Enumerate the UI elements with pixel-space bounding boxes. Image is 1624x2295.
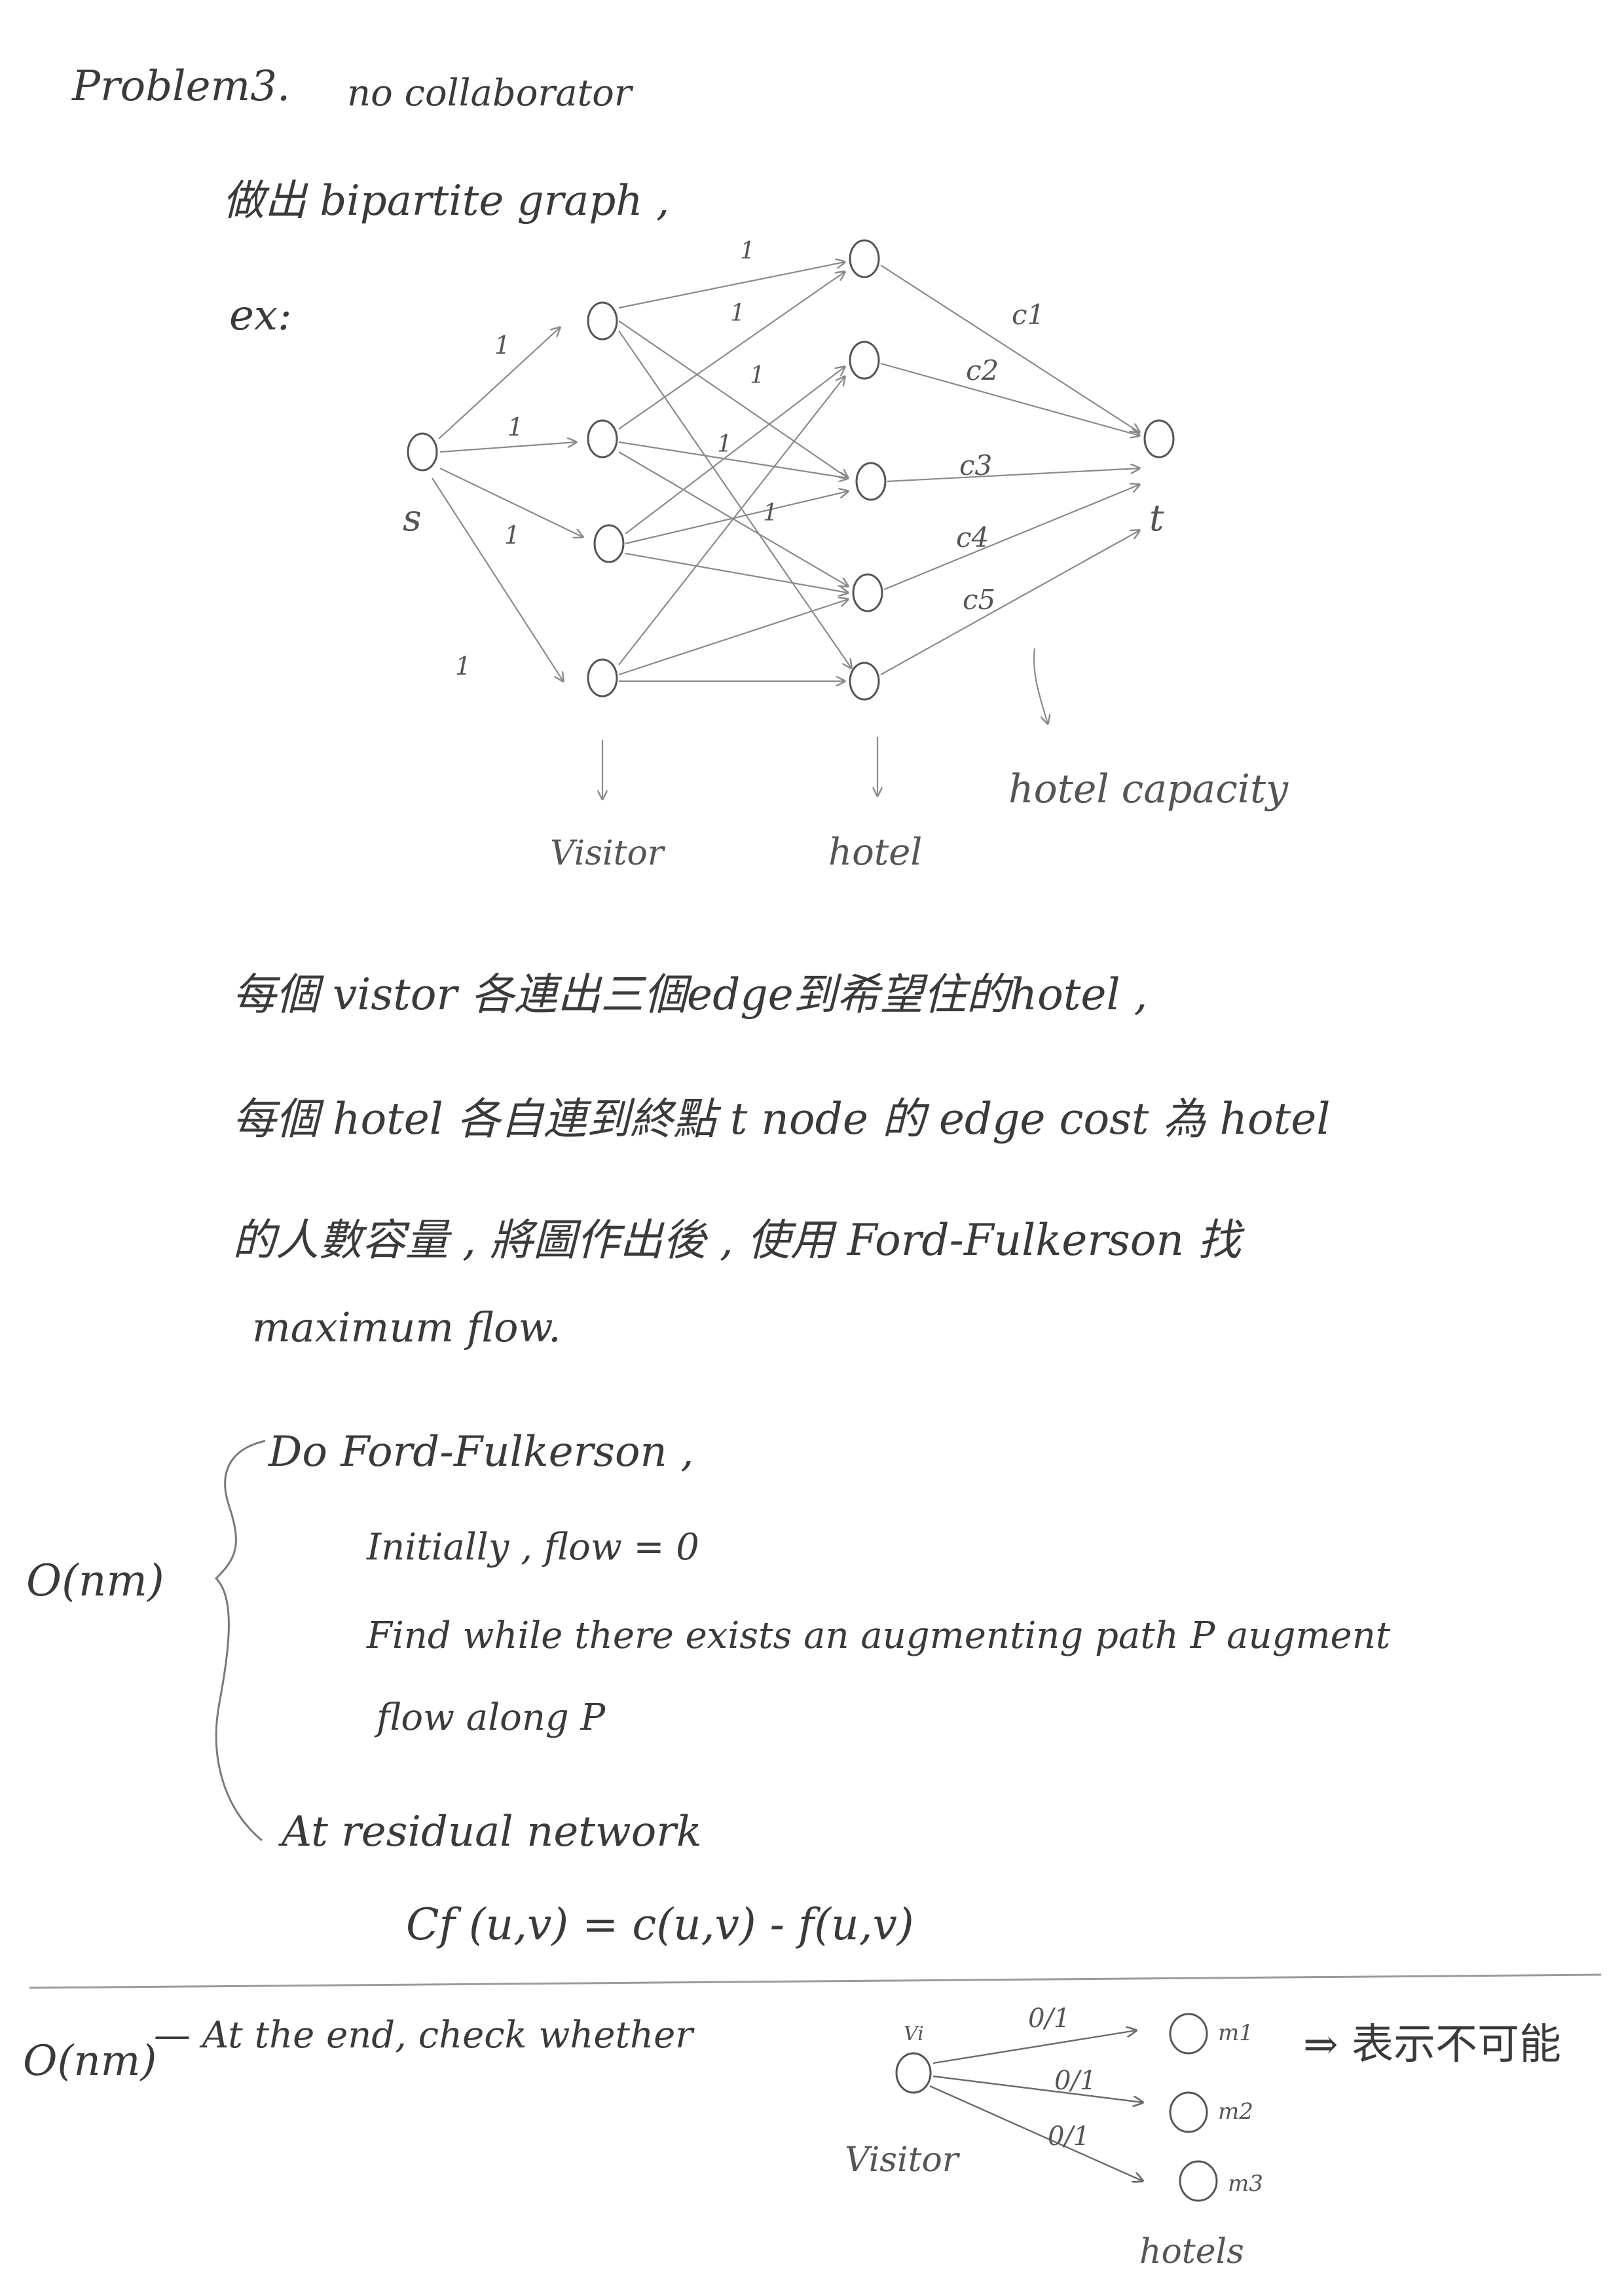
weight-s-v1: 1 [494, 331, 510, 360]
weight-hotel-edge-3: 1 [750, 362, 765, 389]
check-flow-label-2: 0/1 [1054, 2066, 1096, 2096]
capacity-c3: c3 [959, 449, 992, 481]
edge-v1-h3 [618, 320, 848, 478]
check-hotel-node-3 [1179, 2160, 1218, 2202]
check-hotel-node-1 [1169, 2013, 1208, 2055]
hotel-node-1 [849, 239, 880, 278]
check-hotel-label-2: m2 [1218, 2099, 1253, 2125]
edge-s-v3 [439, 468, 583, 537]
weight-hotel-edge-2: 1 [730, 300, 745, 327]
visitor-node-1 [587, 301, 618, 341]
algorithm-line-5: At residual network [282, 1808, 702, 1856]
edge-v4-h4 [618, 599, 848, 676]
algorithm-line-2: Initially , flow = 0 [367, 1526, 699, 1569]
edge-s-v1 [438, 327, 560, 439]
edge-h2-t [880, 362, 1139, 436]
capacity-c4: c4 [956, 521, 989, 553]
visitor-node-3 [593, 524, 625, 563]
edge-s-v2 [439, 442, 576, 453]
algorithm-line-1: Do Ford-Fulkerson , [268, 1428, 694, 1476]
check-visitor-caption: Visitor [845, 2140, 961, 2180]
hotel-node-4 [852, 573, 883, 612]
check-flow-label-1: 0/1 [1028, 2004, 1070, 2034]
edge-v3-h2 [625, 367, 845, 534]
algorithm-line-4: flow along P [377, 1696, 606, 1739]
edge-v2-h1 [618, 272, 845, 430]
weight-hotel-edge-4: 1 [717, 431, 732, 458]
check-visitor-node [895, 2052, 932, 2094]
check-hotel-node-2 [1169, 2091, 1208, 2133]
sink-label: t [1149, 497, 1164, 540]
weight-hotel-edge-5: 1 [763, 500, 778, 527]
problem-number: Problem3. [72, 62, 291, 111]
hotel-node-5 [849, 662, 880, 701]
hotel-node-3 [855, 462, 887, 501]
check-text: — At the end, check whether [154, 2014, 693, 2057]
edge-v4-h2 [618, 377, 845, 665]
residual-formula: Cf (u,v) = c(u,v) - f(u,v) [406, 1899, 914, 1950]
edge-v2-h3 [618, 441, 848, 478]
source-node [407, 432, 438, 472]
check-edge-2 [932, 2075, 1143, 2102]
capacity-down-arrow [1033, 648, 1048, 724]
hotel-annotation: hotel [828, 831, 922, 874]
check-hotel-label-3: m3 [1228, 2171, 1263, 2197]
algorithm-line-3: Find while there exists an augmenting pa… [367, 1614, 1391, 1657]
collaborator-note: no collaborator [347, 72, 632, 115]
check-visitor-label: Vi [904, 2023, 924, 2045]
edge-v1-h5 [618, 330, 851, 668]
check-conclusion: ⇒ 表示不可能 [1303, 2021, 1561, 2069]
capacity-c5: c5 [963, 584, 995, 616]
check-edge-3 [929, 2085, 1143, 2181]
paragraph-line-4: maximum flow. [252, 1303, 561, 1351]
visitor-node-4 [587, 658, 618, 698]
edge-h4-t [883, 485, 1139, 591]
capacity-c2: c2 [966, 354, 999, 386]
check-edge-1 [932, 2030, 1136, 2064]
algorithm-complexity: O(nm) [26, 1556, 164, 1606]
weight-s-v4: 1 [455, 652, 471, 681]
edge-h1-t [880, 265, 1139, 432]
intro-line: 做出 bipartite graph , [223, 177, 670, 225]
paragraph-line-2: 每個 hotel 各自連到終點 t node 的 edge cost 為 hot… [232, 1094, 1331, 1144]
sink-node [1143, 419, 1175, 458]
edge-h5-t [880, 531, 1139, 675]
edge-h3-t [887, 468, 1139, 483]
check-hotel-label-1: m1 [1218, 2020, 1253, 2046]
curly-brace [214, 1440, 266, 1842]
section-divider [29, 1973, 1602, 1989]
visitor-annotation: Visitor [550, 834, 666, 873]
weight-s-v3: 1 [504, 521, 520, 550]
check-hotels-caption: hotels [1139, 2232, 1244, 2271]
paragraph-line-1: 每個 vistor 各連出三個edge到希望住的hotel , [232, 969, 1148, 1020]
edge-v1-h1 [618, 262, 845, 309]
edge-v3-h3 [625, 491, 848, 545]
weight-s-v2: 1 [507, 413, 523, 441]
paragraph-line-3: 的人數容量 , 將圖作出後 , 使用 Ford-Fulkerson 找 [232, 1215, 1241, 1265]
source-label: s [403, 497, 422, 540]
visitor-node-2 [587, 419, 618, 458]
check-complexity: O(nm) [23, 2037, 157, 2085]
edge-v3-h4 [625, 552, 848, 593]
edge-s-v4 [432, 477, 563, 681]
weight-hotel-edge-1: 1 [740, 238, 755, 265]
check-flow-label-3: 0/1 [1048, 2121, 1090, 2152]
example-label: ex: [229, 291, 292, 340]
capacity-c1: c1 [1012, 299, 1044, 331]
hotel-node-2 [849, 341, 880, 380]
capacity-annotation: hotel capacity [1008, 766, 1289, 812]
